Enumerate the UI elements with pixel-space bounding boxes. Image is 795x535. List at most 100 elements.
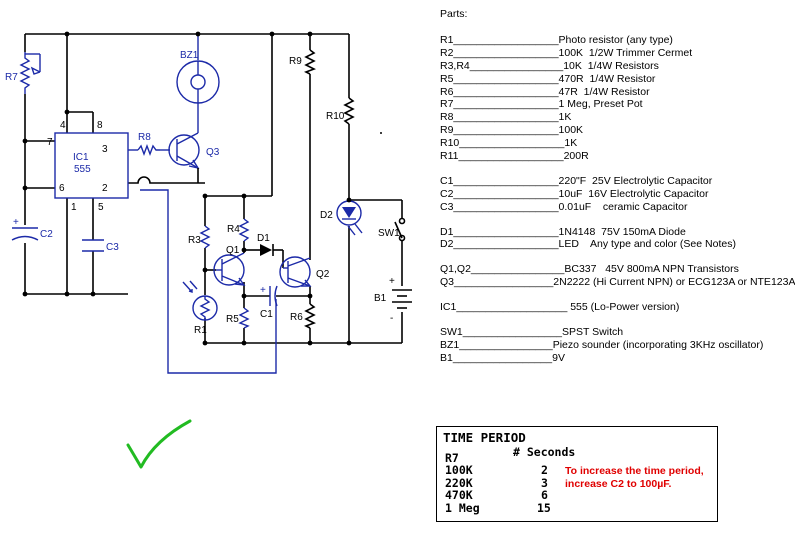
ic1-part-label: 555 — [74, 164, 91, 175]
seconds-column-header: # Seconds — [513, 445, 576, 459]
pin-2: 2 — [102, 183, 108, 194]
q2-label: Q2 — [316, 269, 330, 280]
pin-1: 1 — [71, 202, 77, 213]
parts-list-item: R5__________________470R 1/4W Resistor — [440, 72, 656, 85]
pin-6: 6 — [59, 183, 65, 194]
circuit-schematic: R7 IC1 555 4 8 7 6 3 2 1 5 R8 Q3 BZ1 — [5, 31, 412, 469]
r1-photoresistor: R1 — [182, 280, 218, 336]
c1-capacitor: + C1 — [260, 285, 278, 320]
pin-7: 7 — [47, 137, 53, 148]
parts-list-item: C1__________________220"F 25V Electrolyt… — [440, 174, 713, 187]
parts-list-item: BZ1________________Piezo sounder (incorp… — [440, 338, 764, 351]
parts-list-item: R11__________________200R — [440, 150, 589, 163]
r10-resistor: R10 — [326, 97, 355, 125]
q1-label: Q1 — [226, 245, 240, 256]
parts-list-item: R2__________________100K 1/2W Trimmer Ce… — [440, 46, 693, 59]
parts-body: R1__________________Photo resistor (any … — [440, 34, 795, 365]
r5-resistor: R5 — [226, 307, 250, 329]
r8-label: R8 — [138, 132, 151, 143]
sw1-switch: SW1 — [378, 217, 406, 242]
r7-column-header: R7 — [445, 451, 459, 465]
parts-heading: Parts: — [440, 8, 468, 20]
parts-list: Parts: R1__________________Photo resisto… — [440, 8, 795, 365]
time-period-note: To increase the time period, increase C2… — [565, 465, 704, 490]
d1-label: D1 — [257, 233, 270, 244]
time-period-seconds-value: 15 — [537, 500, 551, 515]
r4-resistor: R4 — [227, 218, 250, 242]
parts-list-item: C2__________________10uF 16V Electrolyti… — [440, 187, 709, 200]
time-period-r7-value: 220K — [445, 475, 473, 490]
r1-label: R1 — [194, 325, 207, 336]
parts-group-gap — [440, 289, 776, 301]
parts-list-item: R10__________________1K — [440, 137, 578, 150]
d2-label: D2 — [320, 210, 333, 221]
c3-capacitor: C3 — [82, 239, 119, 253]
r3-resistor: R3 — [188, 225, 211, 249]
parts-list-item: Q3_________________2N2222 (Hi Current NP… — [440, 276, 795, 289]
b1-plus: + — [389, 276, 395, 287]
parts-list-item: B1_________________9V — [440, 351, 565, 364]
parts-list-item: R7__________________1 Meg, Preset Pot — [440, 98, 643, 111]
trigger-loop-wire — [140, 189, 277, 374]
b1-battery: + - B1 — [374, 276, 412, 324]
q2-transistor: Q2 — [279, 256, 330, 288]
sw1-label: SW1 — [378, 228, 400, 239]
q1-transistor: Q1 — [213, 245, 246, 286]
r4-label: R4 — [227, 224, 240, 235]
r9-label: R9 — [289, 56, 302, 67]
r8-resistor: R8 — [128, 132, 170, 156]
parts-list-item: R9__________________100K — [440, 124, 584, 137]
c2-capacitor: + C2 — [11, 217, 53, 241]
b1-label: B1 — [374, 293, 387, 304]
ic1-555-timer: IC1 555 4 8 7 6 3 2 1 5 — [47, 120, 129, 213]
pin-8: 8 — [97, 120, 103, 131]
pin-5: 5 — [98, 202, 104, 213]
pin-3: 3 — [102, 144, 108, 155]
c2-label: C2 — [40, 229, 53, 240]
q3-label: Q3 — [206, 147, 220, 158]
parts-list-item: IC1___________________ 555 (Lo-Power ver… — [440, 301, 680, 314]
c1-label: C1 — [260, 309, 273, 320]
r9-resistor: R9 — [289, 49, 316, 75]
r6-resistor: R6 — [290, 303, 316, 329]
bz1-label: BZ1 — [180, 50, 199, 61]
parts-list-item: D1__________________1N4148 75V 150mA Dio… — [440, 225, 686, 238]
d1-diode: D1 — [257, 233, 278, 256]
parts-list-item: R6__________________47R 1/4W Resistor — [440, 85, 650, 98]
r3-label: R3 — [188, 235, 201, 246]
parts-group-gap — [440, 214, 776, 226]
parts-list-item: C3__________________0.01uF ceramic Capac… — [440, 200, 688, 213]
pin-4: 4 — [60, 120, 66, 131]
r10-label: R10 — [326, 111, 345, 122]
r5-label: R5 — [226, 314, 239, 325]
parts-list-item: R3,R4________________10K 1/4W Resistors — [440, 59, 659, 72]
green-checkmark-icon — [126, 419, 192, 469]
parts-list-item: SW1_________________SPST Switch — [440, 326, 624, 339]
ic1-label: IC1 — [73, 152, 89, 163]
parts-group-gap — [440, 314, 776, 326]
parts-list-item: Q1,Q2________________BC337 45V 800mA NPN… — [440, 263, 739, 276]
time-period-r7-value: 1 Meg — [445, 500, 480, 515]
bz1-piezo-buzzer: BZ1 — [176, 34, 220, 104]
parts-list-item: R8__________________1K — [440, 111, 572, 124]
time-period-seconds-value: 3 — [541, 475, 548, 490]
time-period-title: TIME PERIOD — [443, 430, 526, 445]
parts-group-gap — [440, 163, 776, 175]
c2-plus: + — [13, 217, 19, 228]
time-period-r7-value: 100K — [445, 463, 473, 477]
q3-transistor: Q3 — [168, 104, 220, 170]
parts-list-item: D2__________________LED Any type and col… — [440, 238, 736, 251]
d2-led: D2 — [320, 200, 363, 236]
time-period-r7-value: 470K — [445, 488, 473, 502]
time-period-table: TIME PERIOD R7 # Seconds 100K 2 220K 3 470K 6… — [436, 426, 718, 522]
r7-label: R7 — [5, 72, 18, 83]
parts-list-item: R1__________________Photo resistor (any … — [440, 34, 673, 46]
b1-minus: - — [390, 313, 393, 324]
r7-trimmer-pot: R7 — [5, 52, 41, 94]
time-period-seconds-value: 2 — [541, 463, 548, 477]
time-period-seconds-value: 6 — [541, 488, 548, 502]
junction-dots — [22, 31, 382, 346]
r6-label: R6 — [290, 312, 303, 323]
parts-group-gap — [440, 251, 776, 263]
c3-label: C3 — [106, 242, 119, 253]
